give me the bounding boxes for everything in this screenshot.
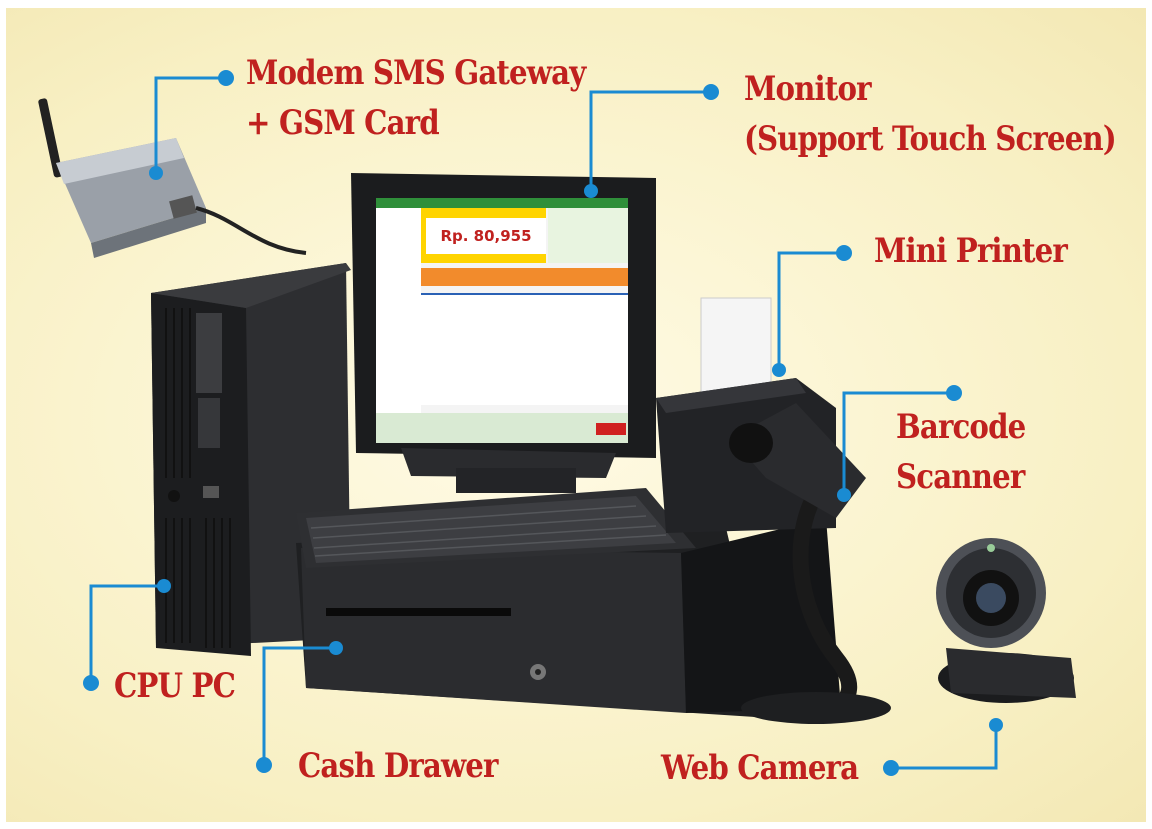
barcode-scanner-device [729,403,891,724]
gsm-modem [38,98,307,258]
label-monitor-line2: (Support Touch Screen) [744,119,1117,159]
label-cpu-pc: CPU PC [114,666,236,706]
label-scanner-line2: Scanner [896,457,1025,497]
label-web-camera: Web Camera [661,748,859,788]
screen-item-table [421,293,628,405]
label-modem-line2: + GSM Card [246,103,440,143]
diagram-canvas: Rp. 80,955 Modem SMS Gateway + GSM Card … [6,8,1146,822]
screen-footer [376,413,628,443]
label-monitor-line1: Monitor [744,69,871,109]
screen-info-panel [548,208,628,263]
screen-sidebar [376,208,421,443]
label-mini-printer: Mini Printer [874,231,1068,271]
connector-lines [89,76,998,770]
cash-drawer-box [296,518,841,718]
pos-keyboard [296,407,721,568]
connector-dots [83,70,1003,776]
screen-total-button[interactable] [596,423,626,435]
webcam-device [936,538,1076,703]
label-cash-drawer: Cash Drawer [298,746,498,786]
pos-screen: Rp. 80,955 [376,198,628,443]
label-modem-line1: Modem SMS Gateway [246,53,586,93]
screen-price: Rp. 80,955 [426,218,546,254]
label-scanner-line1: Barcode [896,407,1026,447]
screen-titlebar [376,198,628,208]
screen-toolbar [421,268,628,286]
